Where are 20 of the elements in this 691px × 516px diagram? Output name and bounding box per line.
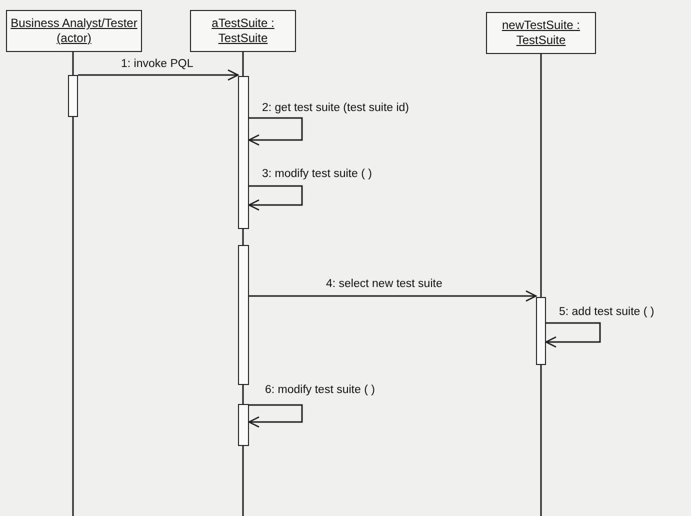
message-label: 2: get test suite (test suite id) bbox=[261, 102, 410, 114]
self-message-arrow bbox=[545, 322, 601, 348]
message-label: 4: select new test suite bbox=[325, 278, 444, 290]
message-label: 5: add test suite ( ) bbox=[558, 306, 656, 318]
message-arrow bbox=[249, 290, 537, 302]
self-message-arrow bbox=[248, 404, 303, 428]
message-arrow bbox=[78, 69, 239, 81]
activation-bar bbox=[238, 245, 249, 385]
activation-bar bbox=[536, 297, 546, 365]
self-message-arrow bbox=[248, 185, 303, 211]
message-label: 1: invoke PQL bbox=[120, 58, 194, 70]
participant-box: Business Analyst/Tester (actor) bbox=[6, 10, 142, 52]
message-label: 6: modify test suite ( ) bbox=[264, 384, 376, 396]
self-message-arrow bbox=[248, 117, 303, 146]
participant-box: aTestSuite : TestSuite bbox=[190, 10, 296, 52]
activation-bar bbox=[68, 75, 78, 117]
activation-bar bbox=[238, 76, 249, 229]
activation-bar bbox=[238, 404, 249, 446]
participant-box: newTestSuite : TestSuite bbox=[486, 12, 596, 54]
message-label: 3: modify test suite ( ) bbox=[261, 168, 373, 180]
